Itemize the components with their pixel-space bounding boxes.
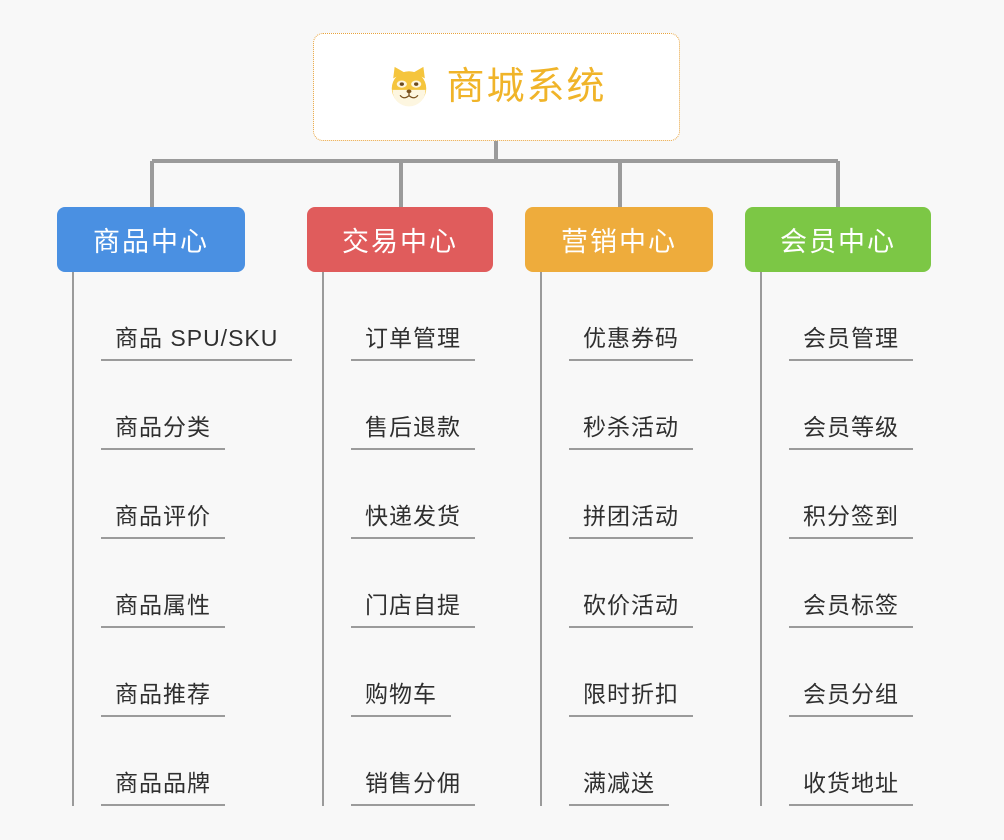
root-title: 商城系统 [446,66,607,108]
branch-head-trade[interactable]: 交易中心 [307,207,493,272]
leaf-label: 商品推荐 [101,675,225,717]
list-item[interactable]: 商品分类 [57,361,357,450]
list-item[interactable]: 商品推荐 [57,628,357,717]
leaf-label: 优惠券码 [569,319,693,361]
branch-head-product[interactable]: 商品中心 [57,207,245,272]
list-item[interactable]: 收货地址 [745,717,995,806]
list-item[interactable]: 销售分佣 [307,717,587,806]
list-item[interactable]: 限时折扣 [525,628,795,717]
leaf-label: 秒杀活动 [569,408,693,450]
leaf-label: 积分签到 [789,497,913,539]
leaf-label: 拼团活动 [569,497,693,539]
leaf-label: 限时折扣 [569,675,693,717]
leaf-label: 销售分佣 [351,764,475,806]
list-item[interactable]: 积分签到 [745,450,995,539]
list-item[interactable]: 门店自提 [307,539,587,628]
branch-head-market[interactable]: 营销中心 [525,207,713,272]
list-item[interactable]: 会员标签 [745,539,995,628]
leaf-label: 会员等级 [789,408,913,450]
branch-spine-market [540,272,542,806]
branch-items-trade: 订单管理 售后退款 快递发货 门店自提 购物车 销售分佣 [307,272,587,806]
branch-trade: 交易中心 订单管理 售后退款 快递发货 门店自提 购物车 销售分佣 [307,207,587,806]
list-item[interactable]: 会员分组 [745,628,995,717]
list-item[interactable]: 会员等级 [745,361,995,450]
branch-member: 会员中心 会员管理 会员等级 积分签到 会员标签 会员分组 收货地址 [745,207,995,806]
leaf-label: 商品属性 [101,586,225,628]
list-item[interactable]: 订单管理 [307,272,587,361]
leaf-label: 快递发货 [351,497,475,539]
list-item[interactable]: 商品评价 [57,450,357,539]
leaf-label: 砍价活动 [569,586,693,628]
leaf-label: 会员分组 [789,675,913,717]
branch-spine-member [760,272,762,806]
branch-spine-product [72,272,74,806]
branch-market: 营销中心 优惠券码 秒杀活动 拼团活动 砍价活动 限时折扣 满减送 [525,207,795,806]
leaf-label: 会员管理 [789,319,913,361]
branch-product: 商品中心 商品 SPU/SKU 商品分类 商品评价 商品属性 商品推荐 商品品牌 [57,207,357,806]
list-item[interactable]: 秒杀活动 [525,361,795,450]
leaf-label: 商品分类 [101,408,225,450]
list-item[interactable]: 商品 SPU/SKU [57,272,357,361]
branch-items-product: 商品 SPU/SKU 商品分类 商品评价 商品属性 商品推荐 商品品牌 [57,272,357,806]
leaf-label: 满减送 [569,764,669,806]
root-node[interactable]: 商城系统 [313,33,680,141]
leaf-label: 商品 SPU/SKU [101,319,293,361]
leaf-label: 售后退款 [351,408,475,450]
list-item[interactable]: 会员管理 [745,272,995,361]
leaf-label: 商品评价 [101,497,225,539]
leaf-label: 门店自提 [351,586,475,628]
leaf-label: 会员标签 [789,586,913,628]
list-item[interactable]: 快递发货 [307,450,587,539]
list-item[interactable]: 拼团活动 [525,450,795,539]
branch-head-member[interactable]: 会员中心 [745,207,931,272]
leaf-label: 购物车 [351,675,451,717]
branch-items-market: 优惠券码 秒杀活动 拼团活动 砍价活动 限时折扣 满减送 [525,272,795,806]
leaf-label: 收货地址 [789,764,913,806]
list-item[interactable]: 商品属性 [57,539,357,628]
leaf-label: 商品品牌 [101,764,225,806]
list-item[interactable]: 满减送 [525,717,795,806]
branch-spine-trade [322,272,324,806]
list-item[interactable]: 商品品牌 [57,717,357,806]
leaf-label: 订单管理 [351,319,475,361]
list-item[interactable]: 砍价活动 [525,539,795,628]
list-item[interactable]: 购物车 [307,628,587,717]
shiba-dog-face-icon [392,66,427,107]
branch-items-member: 会员管理 会员等级 积分签到 会员标签 会员分组 收货地址 [745,272,995,806]
list-item[interactable]: 优惠券码 [525,272,795,361]
list-item[interactable]: 售后退款 [307,361,587,450]
